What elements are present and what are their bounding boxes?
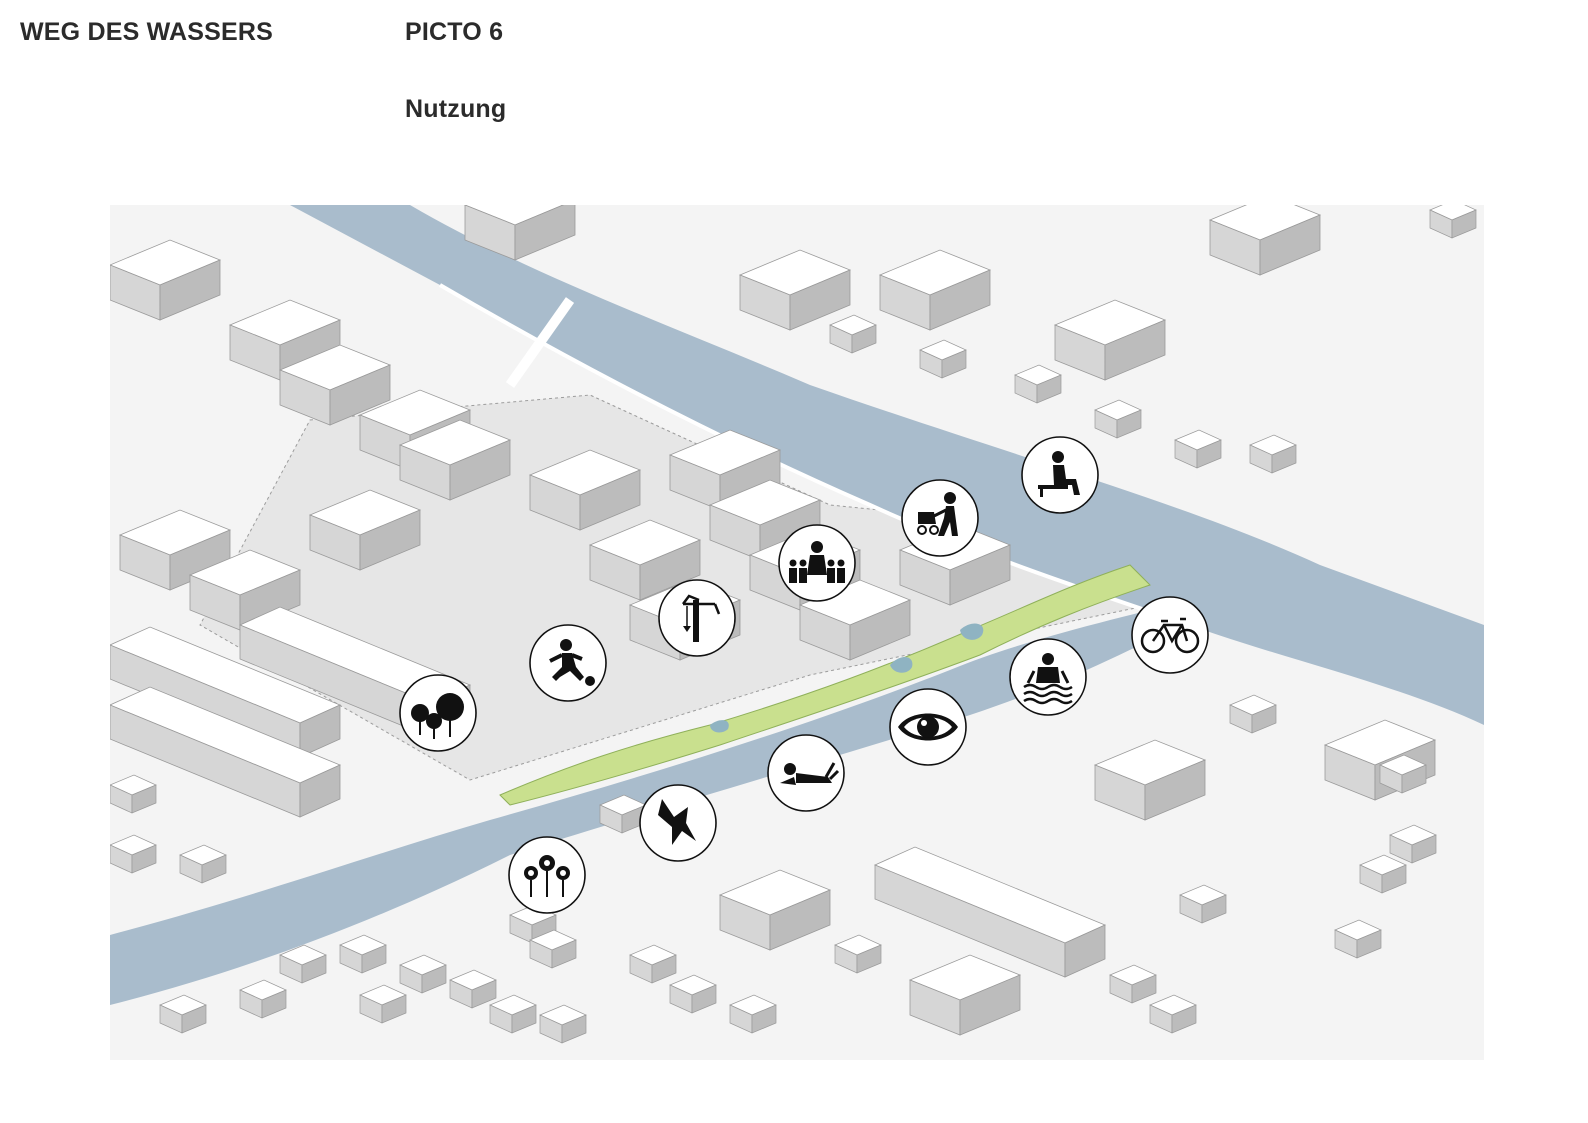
- family-group-icon: [778, 524, 856, 602]
- person-lying-reading-icon: [767, 734, 845, 812]
- stroller-walker-icon: [901, 479, 979, 557]
- swimmer-icon: [1009, 638, 1087, 716]
- flowers-icon: [508, 836, 586, 914]
- usage-title: Nutzung: [405, 95, 507, 123]
- isometric-site-map: [110, 205, 1484, 1060]
- picto-title: PICTO 6: [405, 18, 504, 46]
- football-player-icon: [529, 624, 607, 702]
- crane-icon: [658, 579, 736, 657]
- project-title: WEG DES WASSERS: [20, 18, 274, 46]
- park-pond-2: [960, 623, 984, 640]
- bird-icon: [639, 784, 717, 862]
- trees-icon: [399, 674, 477, 752]
- park-pond-1: [890, 656, 913, 673]
- person-sitting-bench-icon: [1021, 436, 1099, 514]
- bridge-left: [505, 297, 575, 388]
- eye-icon: [889, 688, 967, 766]
- canal-upper: [220, 205, 1484, 725]
- bicycle-icon: [1131, 596, 1209, 674]
- park-pond-3: [710, 720, 729, 733]
